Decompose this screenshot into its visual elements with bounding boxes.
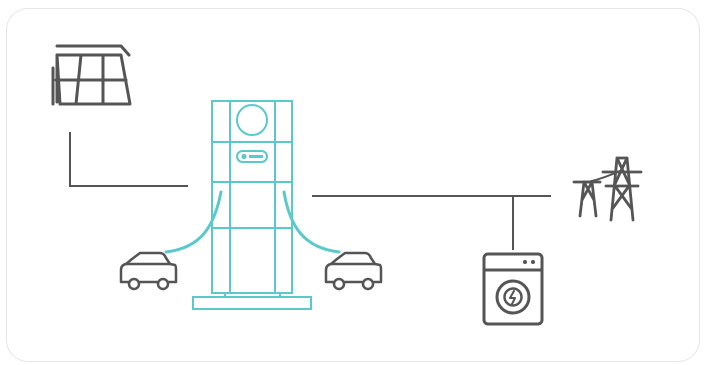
car-icon	[324, 251, 383, 291]
charger-body	[211, 100, 293, 294]
charger-display	[236, 104, 268, 136]
brand-logo-icon	[236, 150, 268, 163]
connection-lines	[69, 132, 551, 250]
solar-to-charger-line	[69, 132, 188, 187]
power-pylon-icon	[572, 156, 643, 222]
washing-machine-icon	[482, 252, 544, 326]
dual-ev-charger-icon	[164, 100, 341, 310]
charging-cables	[164, 190, 341, 254]
charger-base	[192, 296, 312, 310]
solar-panel-icon	[51, 44, 132, 106]
car-icon	[119, 251, 178, 291]
